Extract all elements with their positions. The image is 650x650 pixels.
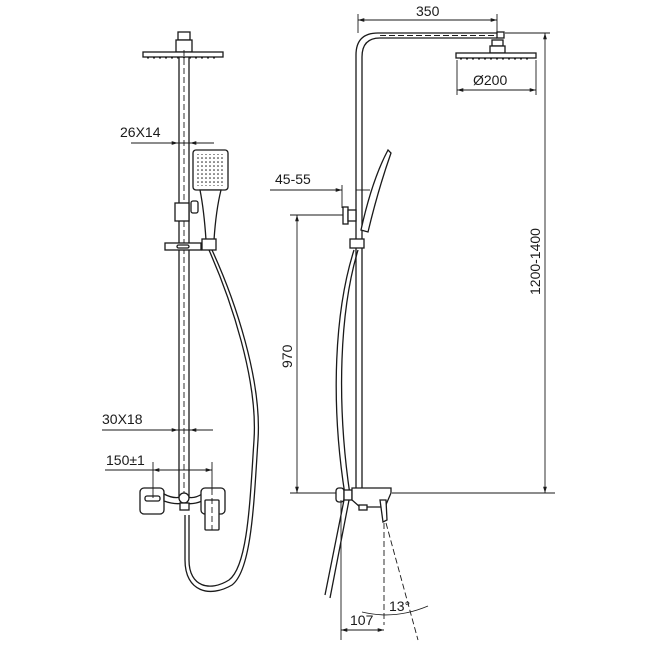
dim-970: 970 <box>279 214 555 494</box>
shower-pipe-side <box>355 31 537 493</box>
dim-label-200: Ø200 <box>473 72 507 88</box>
dim-label-26x14: 26X14 <box>120 124 161 140</box>
dim-350: 350 <box>357 3 498 33</box>
hose-side <box>324 249 355 596</box>
dim-150: 150±1 <box>105 452 213 498</box>
dim-26x14: 26X14 <box>120 124 214 145</box>
dim-label-970: 970 <box>279 344 295 368</box>
hose-front <box>184 249 260 593</box>
mixer-front <box>139 480 226 531</box>
hand-shower-front <box>164 149 229 251</box>
dim-label-13-deg: 13° <box>389 598 410 614</box>
dim-label-45-55: 45-55 <box>275 171 311 187</box>
dim-label-350: 350 <box>416 3 440 19</box>
hand-shower-side <box>342 148 392 249</box>
side-view: 13° 350 Ø200 1200-1400 45-55 <box>270 3 555 641</box>
dim-107: 107 <box>340 500 384 640</box>
dim-1200-1400: 1200-1400 <box>505 32 550 493</box>
dim-200: Ø200 <box>456 60 537 95</box>
dim-label-30x18: 30X18 <box>102 411 143 427</box>
mixer-side <box>335 487 392 523</box>
dim-45-55: 45-55 <box>270 171 370 208</box>
front-view: 26X14 30X18 150±1 <box>102 31 260 593</box>
dim-label-1200-1400: 1200-1400 <box>527 228 543 295</box>
dim-30x18: 30X18 <box>102 411 213 432</box>
shower-pipe-front <box>178 50 190 510</box>
dim-label-107: 107 <box>350 612 374 628</box>
overhead-shower-front <box>142 31 224 59</box>
dim-label-150: 150±1 <box>106 452 145 468</box>
